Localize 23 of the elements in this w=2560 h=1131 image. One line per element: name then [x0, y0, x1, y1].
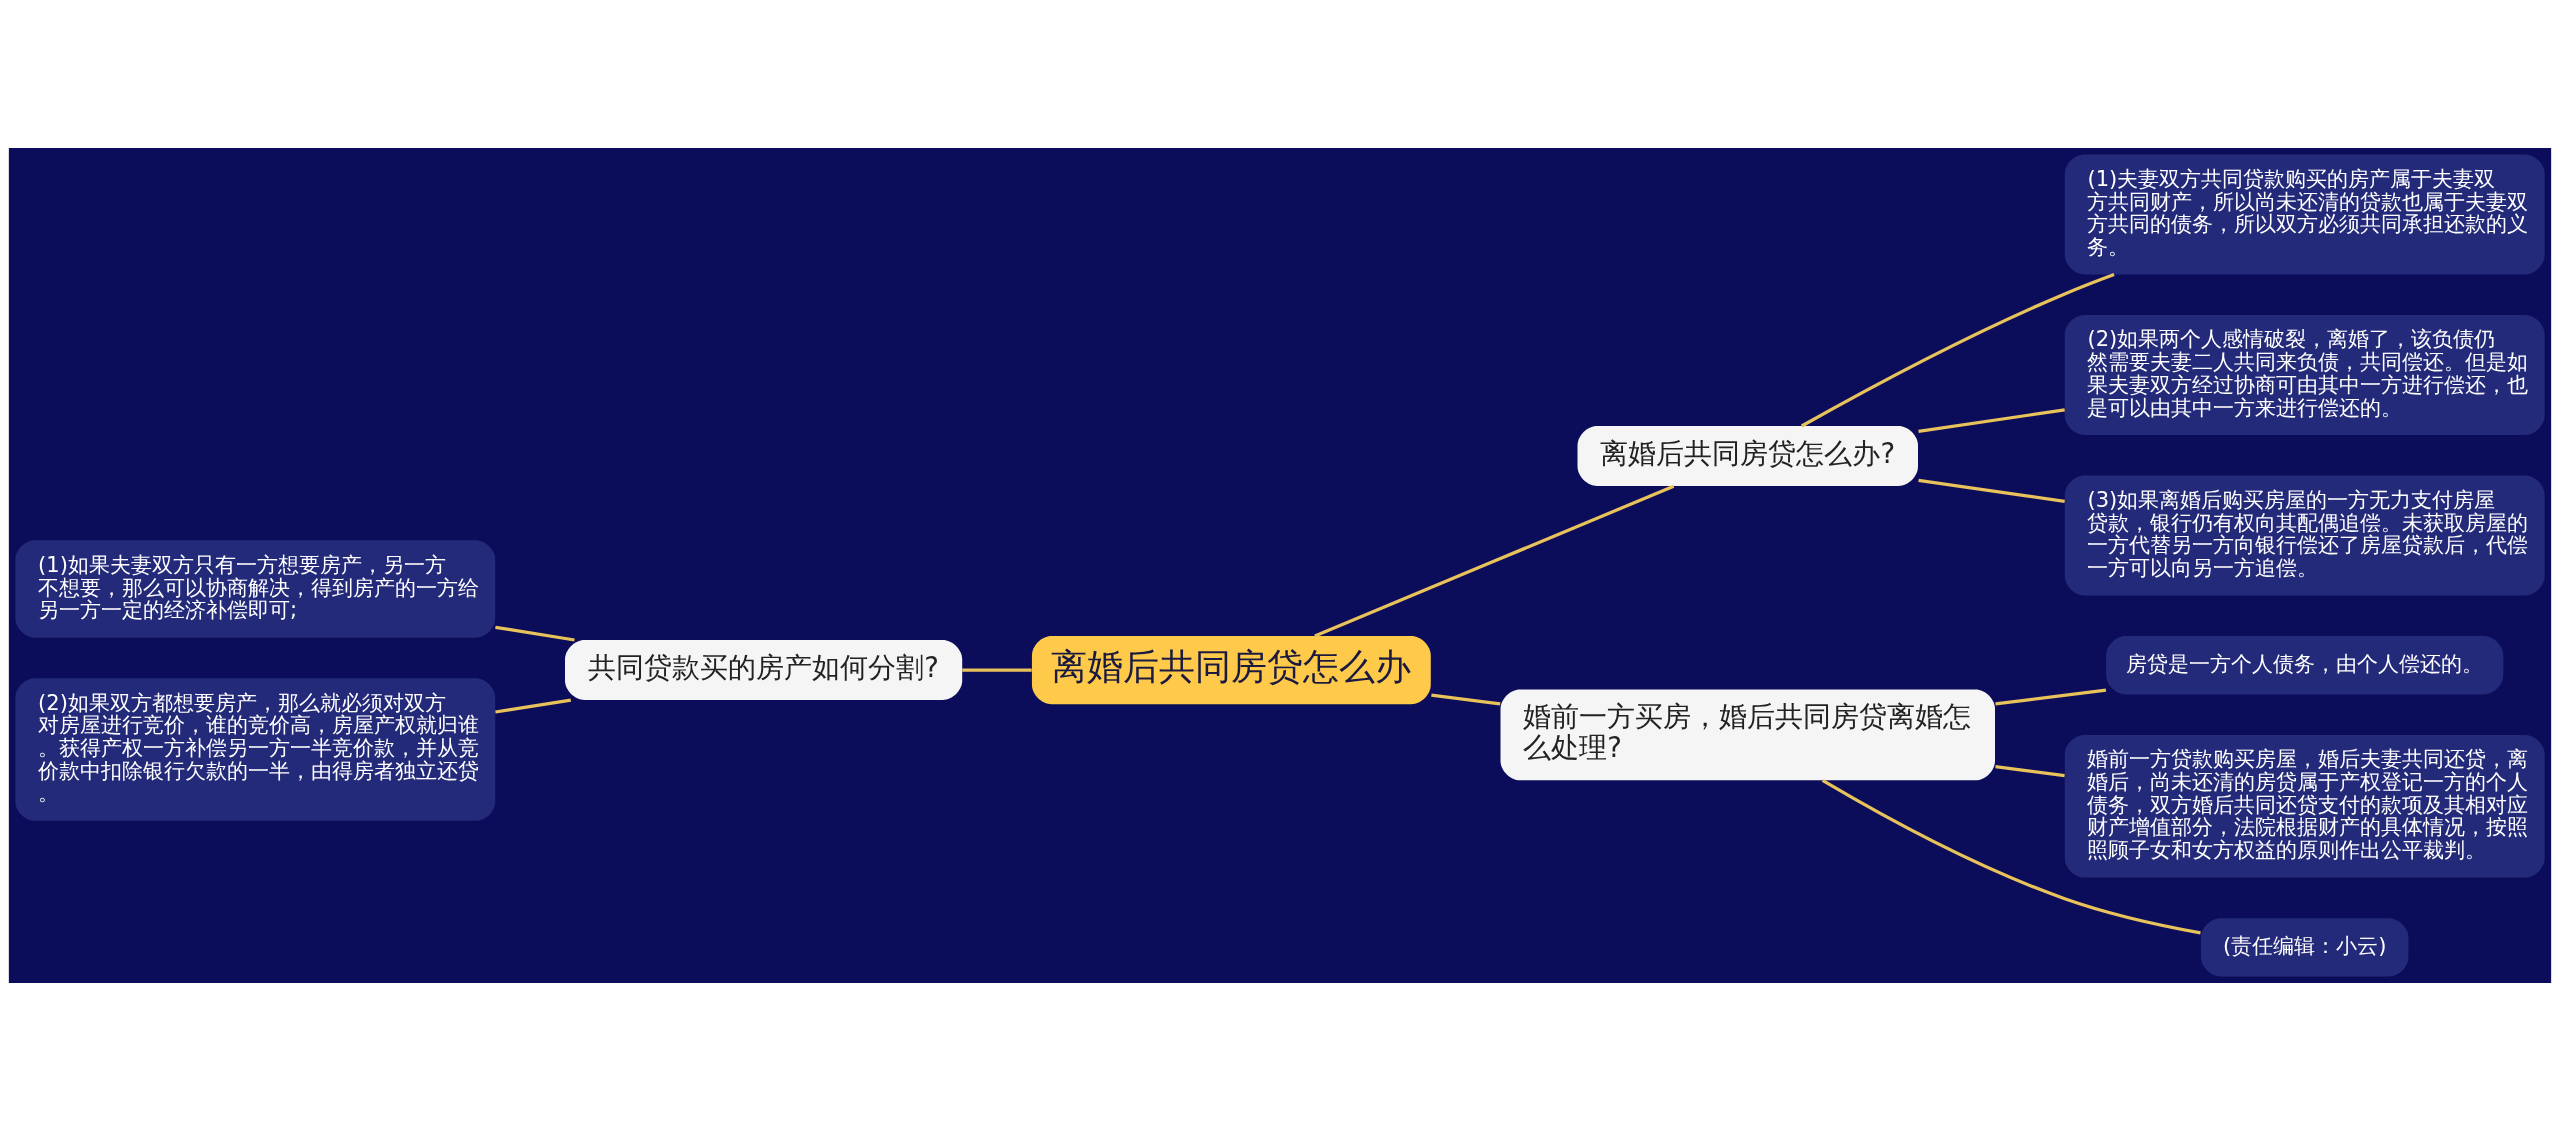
- node-box: (责任编辑：小云): [2200, 918, 2409, 977]
- connector: [1918, 478, 2065, 503]
- node-box: 离婚后共同房贷怎么办: [1031, 636, 1431, 705]
- node-box: 离婚后共同房贷怎么办?: [1577, 426, 1918, 487]
- connector: [1801, 273, 2115, 428]
- node-box: 婚前一方贷款购买房屋，婚后夫妻共同还贷，离婚后，尚未还清的房贷属于产权登记一方的个人债务，双方婚后共同还贷支付的款项及其相对应财产增值部分，法院根据财产的具体情况，按照照顾子女和女方权益的原则作出公平裁判。: [2064, 734, 2545, 878]
- connector: [495, 625, 575, 642]
- connector: [1995, 688, 2107, 706]
- connector: [962, 668, 1032, 672]
- connector: [495, 698, 572, 714]
- node-box: (2)如果两个人感情破裂，离婚了，该负债仍然需要夫妻二人共同来负债，共同偿还。但是如果夫妻双方经过协商可由其中一方进行偿还，也是可以由其中一方来进行偿还的。: [2064, 315, 2545, 435]
- connector: [1431, 693, 1501, 706]
- node-box: (2)如果双方都想要房产，那么就必须对双方对房屋进行竞价，谁的竞价高，房屋产权就归谁。获得产权一方补偿另一方一半竞价款，并从竞价款中扣除银行欠款的一半，由得房者独立还贷。: [15, 678, 496, 821]
- node-box: 房贷是一方个人债务，由个人偿还的。: [2106, 636, 2504, 695]
- node-box: (1)夫妻双方共同贷款购买的房产属于夫妻双方共同财产，所以尚未还清的贷款也属于夫妻双方共同的债务，所以双方必须共同承担还款的义务。: [2064, 154, 2545, 275]
- connector: [1918, 408, 2065, 433]
- node-box: 婚前一方买房，婚后共同房贷离婚怎么处理?: [1500, 689, 1995, 781]
- connector: [1995, 765, 2065, 778]
- connector: [1821, 779, 2201, 935]
- node-box: (3)如果离婚后购买房屋的一方无力支付房屋贷款，银行仍有权向其配偶追偿。未获取房屋的一方代替另一方向银行偿还了房屋贷款后，代偿一方可以向另一方追偿。: [2064, 475, 2545, 596]
- node-box: 共同贷款买的房产如何分割?: [565, 640, 963, 701]
- connector: [1314, 484, 1675, 638]
- node-box: (1)如果夫妻双方只有一方想要房产，另一方不想要，那么可以协商解决，得到房产的一方给另一方一定的经济补偿即可;: [15, 540, 496, 638]
